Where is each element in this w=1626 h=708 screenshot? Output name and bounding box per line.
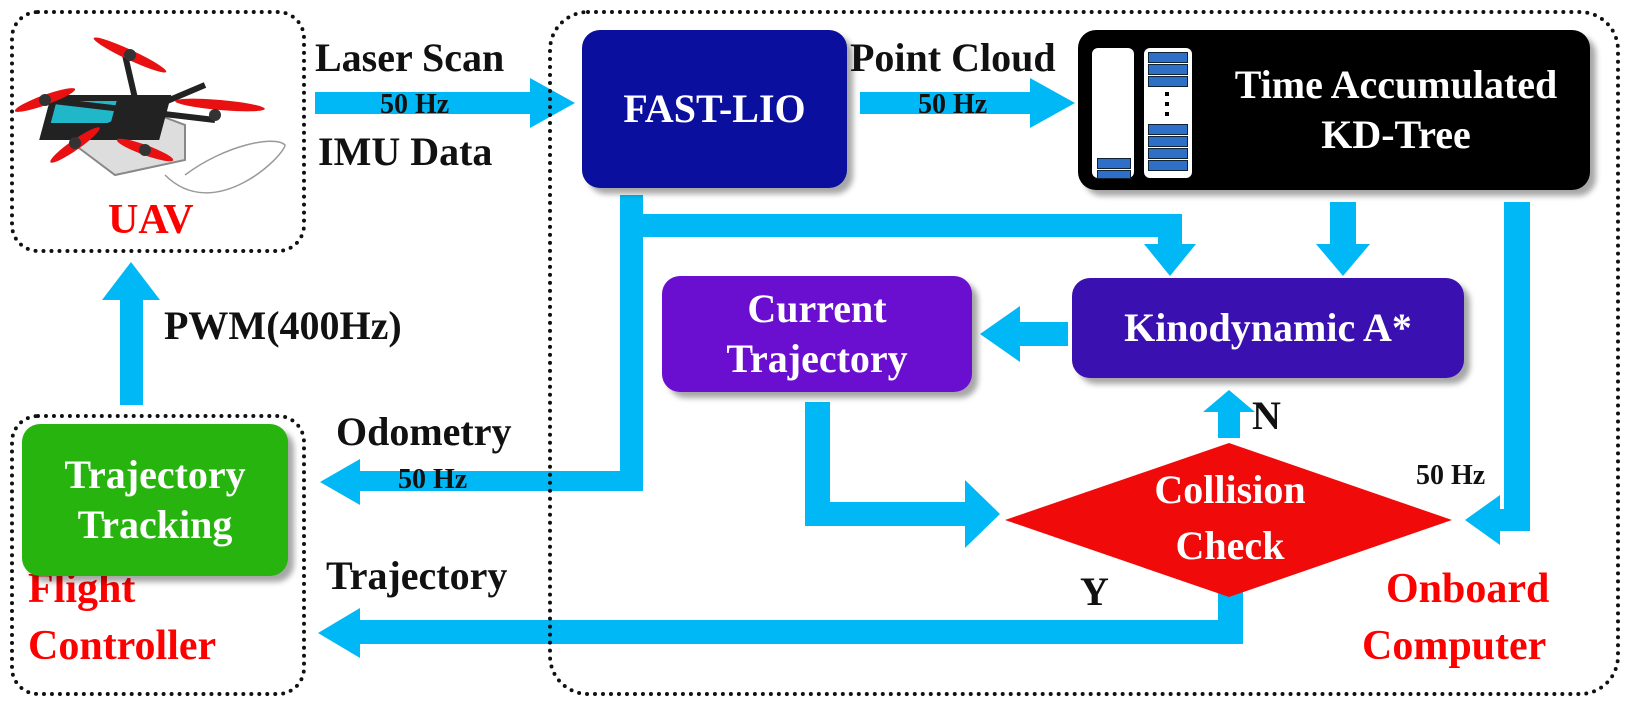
imu-data-label: IMU Data bbox=[318, 129, 493, 174]
uav-label: UAV bbox=[108, 197, 194, 243]
current-trajectory-label-line2: Trajectory bbox=[726, 336, 908, 381]
arrow-fastlio-to-kinodynamic bbox=[643, 214, 1196, 276]
arrow-laser-to-fastlio bbox=[315, 78, 575, 128]
point-cloud-rate-label: 50 Hz bbox=[918, 89, 988, 120]
odometry-rate-label: 50 Hz bbox=[398, 464, 468, 495]
fastlio-block: FAST-LIO bbox=[582, 30, 847, 188]
arrow-kinodynamic-to-current bbox=[980, 306, 1068, 362]
current-trajectory-block: Current Trajectory bbox=[662, 276, 972, 392]
drone-icon bbox=[15, 37, 286, 194]
arrow-collision-to-kinodynamic bbox=[1203, 390, 1255, 438]
flight-controller-group bbox=[10, 414, 306, 696]
arrow-kdtree-to-kinodynamic bbox=[1316, 202, 1370, 276]
no-branch-label: N bbox=[1252, 393, 1281, 438]
laser-scan-label: Laser Scan bbox=[315, 35, 505, 80]
point-cloud-label: Point Cloud bbox=[850, 35, 1056, 80]
kinodynamic-block: Kinodynamic A* bbox=[1072, 278, 1464, 378]
tracking-label-line2: Tracking bbox=[77, 502, 233, 547]
current-trajectory-label-line1: Current bbox=[747, 286, 887, 331]
collision-check-diamond bbox=[1005, 443, 1452, 597]
trajectory-tracking-block: Trajectory Tracking bbox=[22, 424, 288, 576]
kdtree-label-line2: KD-Tree bbox=[1321, 112, 1471, 157]
flight-controller-label-line2: Controller bbox=[28, 623, 217, 669]
arrow-current-to-collision bbox=[805, 402, 1000, 548]
arrow-fastlio-to-kdtree bbox=[860, 78, 1075, 128]
arrow-kdtree-to-collision bbox=[1465, 202, 1530, 545]
odometry-label: Odometry bbox=[336, 409, 512, 454]
yes-branch-label: Y bbox=[1080, 569, 1109, 614]
collision-check-label: Collision Check bbox=[1080, 462, 1380, 574]
arrow-pwm-to-uav bbox=[102, 262, 160, 405]
kdtree-rate-label: 50 Hz bbox=[1416, 460, 1486, 491]
fastlio-label: FAST-LIO bbox=[623, 86, 806, 131]
onboard-computer-label-line1: Onboard bbox=[1386, 566, 1550, 612]
pwm-label: PWM(400Hz) bbox=[164, 303, 402, 348]
tracking-label-line1: Trajectory bbox=[64, 452, 246, 497]
laser-rate-label: 50 Hz bbox=[380, 89, 450, 120]
kdtree-icon bbox=[1092, 40, 1202, 180]
uav-group bbox=[10, 10, 306, 253]
collision-label-line1: Collision bbox=[1154, 467, 1306, 512]
trajectory-edge-label: Trajectory bbox=[326, 553, 508, 598]
onboard-computer-group bbox=[548, 10, 1620, 696]
kinodynamic-label: Kinodynamic A* bbox=[1124, 305, 1412, 350]
kdtree-label-line1: Time Accumulated bbox=[1234, 62, 1558, 107]
onboard-computer-label-line2: Computer bbox=[1362, 623, 1547, 669]
arrow-odometry bbox=[320, 195, 643, 505]
kdtree-block: Time Accumulated KD-Tree bbox=[1078, 30, 1590, 190]
collision-label-line2: Check bbox=[1175, 523, 1285, 568]
